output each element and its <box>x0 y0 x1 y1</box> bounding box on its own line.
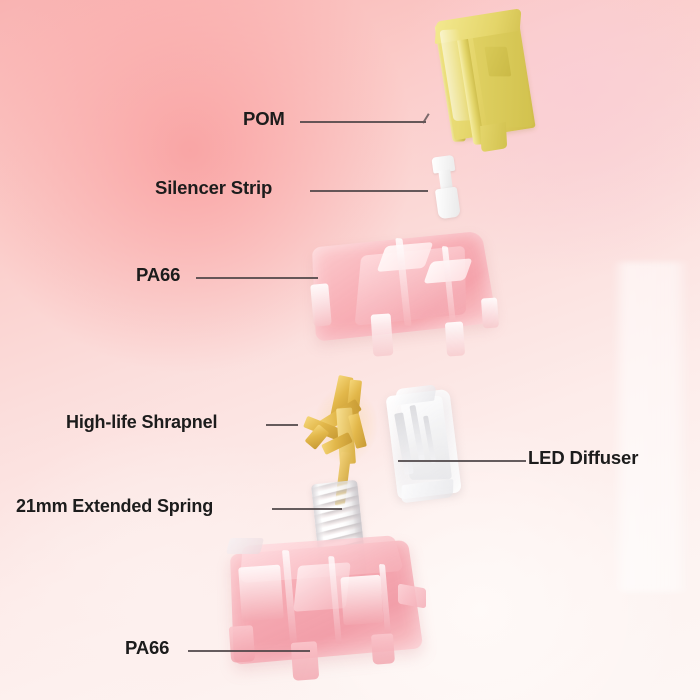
callout-label-pa66-top: PA66 <box>136 266 180 285</box>
callout-leader-pa66-top <box>196 277 318 279</box>
callout-label-pom: POM <box>243 110 285 129</box>
base-metal-contact <box>226 538 264 554</box>
callout-label-led-diffuser: LED Diffuser <box>528 449 638 468</box>
callout-leader-extended-spring <box>272 508 342 510</box>
top-housing-clip-right <box>445 321 465 356</box>
pom-notch <box>484 47 511 77</box>
top-housing-clip-far-right <box>481 297 499 328</box>
top-housing-clip-middle <box>371 313 394 356</box>
base-leg-right <box>371 633 395 664</box>
callout-leader-silencer-strip <box>310 190 428 192</box>
top-housing-clip-left <box>310 283 332 326</box>
base-notch-right <box>340 575 383 626</box>
base-leg-left <box>229 625 255 663</box>
callout-label-pa66-bottom: PA66 <box>125 639 169 658</box>
callout-label-silencer-strip: Silencer Strip <box>155 179 272 198</box>
base-leg-middle <box>291 641 320 681</box>
callout-leader-led-diffuser <box>398 460 526 462</box>
callout-label-extended-spring: 21mm Extended Spring <box>16 497 213 515</box>
pom-stem-part <box>418 3 562 161</box>
led-diffuser-part <box>375 381 477 513</box>
pa66-bottom-housing-part <box>222 530 442 690</box>
callout-leader-high-life-shrapnel <box>266 424 298 426</box>
callout-label-high-life-shrapnel: High-life Shrapnel <box>66 413 217 431</box>
pa66-top-housing-part <box>296 226 520 368</box>
background-light-band <box>612 262 690 592</box>
callout-leader-pom <box>300 121 426 123</box>
callout-leader-pa66-bottom <box>188 650 310 652</box>
pom-leg <box>480 122 507 152</box>
base-notch-left <box>238 565 284 622</box>
silencer-foot <box>435 187 461 220</box>
